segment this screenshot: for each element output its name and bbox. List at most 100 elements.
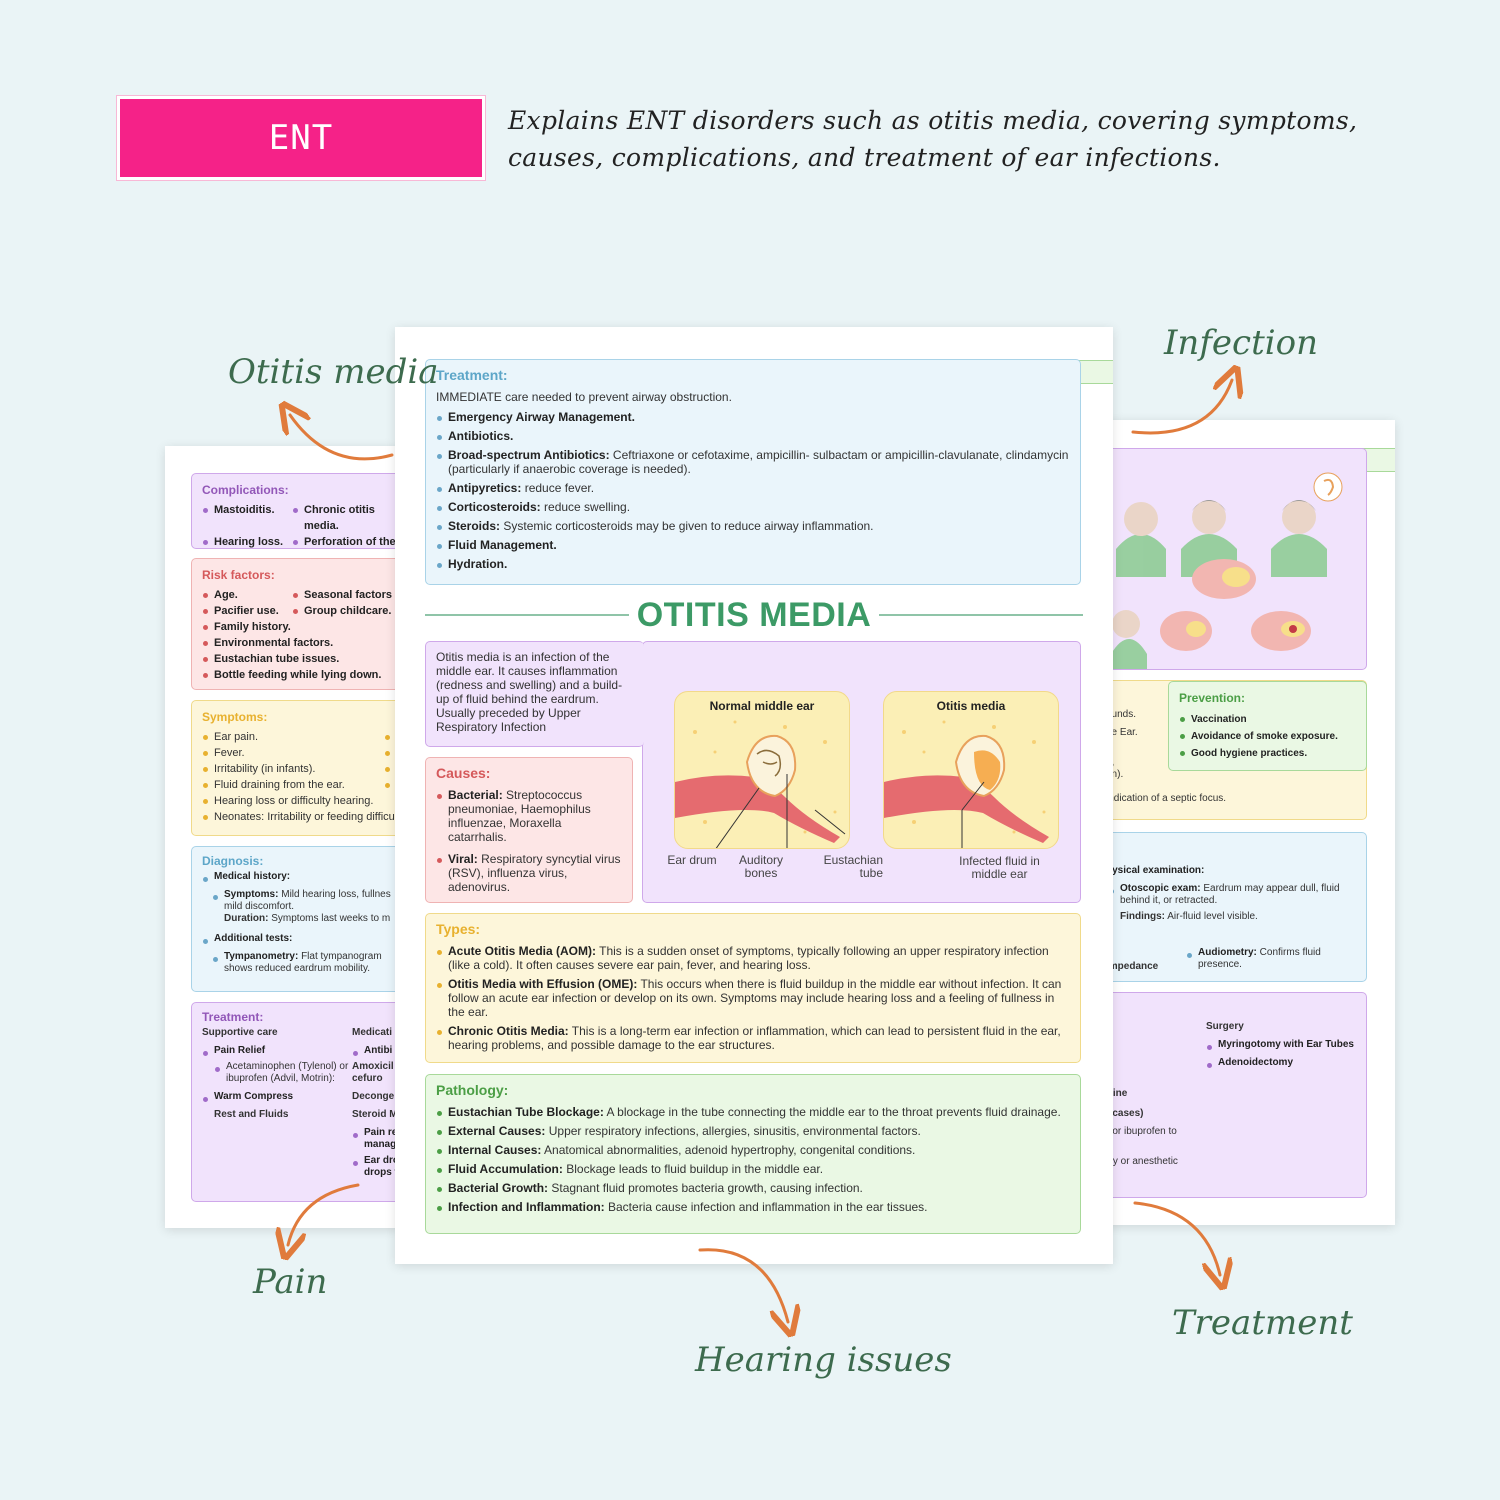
risk-factors-title: Risk factors: [202,568,275,582]
list-item: Bottle feeding while lying down. [202,667,400,683]
list-item: Group childcare. [292,603,400,619]
tag-infection: Infection [1164,323,1318,363]
diagnosis-title: Diagnosis: [202,854,264,868]
tag-hearing-issues: Hearing issues [695,1340,952,1380]
list-item: he Ear. [1106,727,1138,738]
list-item: indication of a septic focus. [1106,793,1227,804]
list-item: Medicati [352,1027,393,1038]
page-title: OTITIS MEDIA [636,595,872,634]
list-item: Vaccination [1179,711,1356,728]
otitis-ear-panel: Otitis media [883,691,1059,849]
list-item: Acute Otitis Media (AOM): This is a sudd… [436,944,1070,972]
list-item: Fluid Accumulation: Blockage leads to fl… [436,1162,1070,1176]
label-ear-drum: Ear drum [667,853,717,867]
definition-text: Otitis media is an infection of the midd… [436,650,623,734]
list-item: Mastoiditis. [202,502,286,534]
list-item: Deconge [352,1091,395,1102]
list-item: Eustachian Tube Blockage: A blockage in … [436,1105,1070,1119]
label-eustachian-tube: Eustachian tube [823,853,883,880]
types-box: Types: Acute Otitis Media (AOM): This is… [425,913,1081,1063]
normal-ear-title: Normal middle ear [709,699,815,713]
list-item: Bacterial Growth: Stagnant fluid promote… [436,1181,1070,1195]
treatment-box: Treatment: IMMEDIATE care needed to prev… [425,359,1081,585]
list-item: Viral: Respiratory syncytial virus (RSV)… [436,852,622,894]
list-item: hysical examination: [1106,865,1205,876]
causes-title: Causes: [436,765,491,781]
list-item: Seasonal factors [292,587,400,603]
list-item: Medical history: [202,871,400,883]
normal-ear-illustration [675,720,846,848]
list-item: Eustachian tube issues. [202,651,400,667]
list-item: Warm Compress [202,1091,352,1103]
right-exam-box: hysical examination: Otoscopic exam: Ear… [1105,832,1367,982]
list-item: Chronic otitis media. [292,502,400,534]
pathology-box: Pathology: Eustachian Tube Blockage: A b… [425,1074,1081,1234]
list-item: Tympanometry: Flat tympanogram shows red… [212,951,400,975]
list-item: e cases) [1105,1108,1144,1119]
list-item: Pacifier use. [202,603,286,619]
intro-description: Explains ENT disorders such as otitis me… [508,106,1358,172]
title-row: OTITIS MEDIA [425,595,1083,635]
complications-box: Complications: Mastoiditis. Chronic otit… [191,473,400,549]
list-item: Pain re manag [352,1127,400,1151]
normal-ear-panel: Normal middle ear [674,691,850,849]
list-item: Avoidance of smoke exposure. [1179,728,1356,745]
center-sheet: Treatment: IMMEDIATE care needed to prev… [395,327,1113,1264]
list-item: Age. [202,587,286,603]
symptoms-title: Symptoms: [202,710,268,724]
list-item: Audiometry: Confirms fluid presence. [1186,947,1336,973]
list-item: Otoscopic exam: Eardrum may appear dull,… [1108,883,1356,907]
types-title: Types: [436,921,481,937]
list-item: Ear dro drops t [352,1155,400,1179]
list-item: Steroids: Systemic corticosteroids may b… [436,519,1070,533]
label-auditory-bones: Auditory bones [738,853,784,880]
list-item: Good hygiene practices. [1179,745,1356,762]
treatment-title: Treatment: [436,367,508,383]
list-item: Surgery [1206,1021,1244,1032]
list-item: mine [1105,1088,1128,1099]
diagnosis-box: Diagnosis: Medical history: Symptoms: Mi… [191,846,400,992]
list-item: Ear pain. [202,729,400,745]
list-item: Pain Relief [202,1045,352,1057]
list-item: Fluid Management. [436,538,1070,552]
list-item: Hearing loss. [202,534,286,548]
list-item: Emergency Airway Management. [436,410,1070,424]
right-treatment-box: Surgery Myringotomy with Ear Tubes Adeno… [1105,992,1367,1198]
list-item: Symptoms: Mild hearing loss, fullnes mil… [212,889,400,913]
otitis-ear-illustration [884,720,1049,848]
list-item: r. [1105,1138,1214,1150]
list-item: Steroid M [352,1109,398,1120]
list-item: Amoxicil or cefuro [352,1061,400,1084]
definition-box: Otitis media is an infection of the midd… [425,641,644,747]
tag-treatment: Treatment [1172,1303,1353,1343]
title-rule-right [879,614,1083,616]
symptoms-box: Symptoms: Ear pain. Fever. Irritability … [191,700,400,836]
prevention-box: Prevention: Vaccination Avoidance of smo… [1168,681,1367,771]
list-item: Perforation of the ea [292,534,400,548]
title-rule-left [425,614,629,616]
otitis-ear-title: Otitis media [936,699,1006,713]
list-item: Internal Causes: Anatomical abnormalitie… [436,1143,1070,1157]
list-item: Family history. [202,619,400,635]
left-sheet: Complications: Mastoiditis. Chronic otit… [165,446,400,1228]
label-infected-fluid: Infected fluid in middle ear [959,854,1040,881]
list-item: Otitis Media with Effusion (OME): This o… [436,977,1070,1019]
illustration-panel [1105,448,1367,670]
list-item: Hydration. [436,557,1070,571]
prevention-title: Prevention: [1179,691,1246,705]
ent-badge: ENT [117,96,485,180]
list-item: Findings: Air-fluid level visible. [1120,911,1258,922]
list-item: Chronic Otitis Media: This is a long-ter… [436,1024,1070,1052]
left-treatment-title: Treatment: [202,1010,264,1024]
list-item: Environmental factors. [202,635,400,651]
list-item: Myringotomy with Ear Tubes [1206,1039,1356,1051]
list-item: Fluid draining from the ear. [202,777,400,793]
patients-illustration [1111,472,1343,669]
tag-otitis-media: Otitis media [228,352,439,392]
list-item: Acetaminophen (Tylenol) or ibuprofen (Ad… [214,1061,352,1085]
pathology-title: Pathology: [436,1082,509,1098]
list-item: Fever. [202,745,400,761]
list-item: Antipyretics: reduce fever. [436,481,1070,495]
list-item: Corticosteroids: reduce swelling. [436,500,1070,514]
list-item: Infection and Inflammation: Bacteria cau… [436,1200,1070,1214]
